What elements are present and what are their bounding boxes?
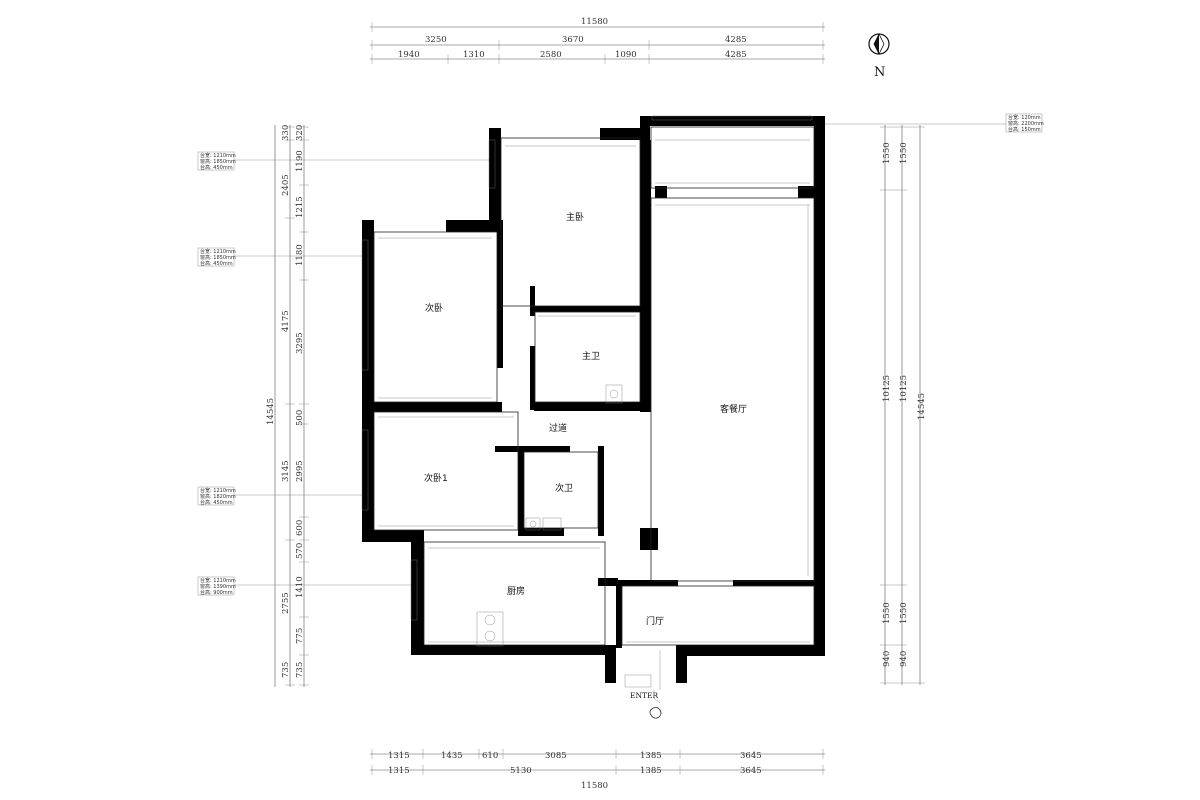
left-inner-0: 320: [295, 125, 305, 141]
bottom-row1-3: 3085: [545, 751, 567, 761]
bottom-row2-3: 3645: [740, 766, 762, 776]
north-arrow-fill-icon: [874, 34, 879, 54]
top-dimensions: 11580 3250 3670 4285 1940 1310 2580 1090…: [370, 17, 825, 64]
bottom-row1-1: 1435: [441, 751, 463, 761]
room-second-bed-1: 次卧1: [424, 472, 448, 484]
left-inner-4: 3295: [295, 332, 305, 354]
compass: N: [868, 33, 890, 80]
left-outer-3: 2755: [281, 592, 291, 614]
window-note-3-line-2: 台高: 900mm: [200, 589, 233, 596]
window-note-1-line-0: 台宽: 1210mm: [200, 248, 236, 255]
window-note-3-line-0: 台宽: 1210mm: [200, 577, 236, 584]
left-outer-top: 330: [281, 125, 291, 141]
room-kitchen: 厨房: [507, 585, 525, 597]
top-row2-2: 2580: [540, 50, 562, 60]
left-dimensions: 14545 330 2405 4175 3145 2755 735 320 11…: [266, 125, 309, 687]
left-inner-8: 570: [295, 543, 305, 559]
left-inner-10: 775: [295, 628, 305, 644]
right-col1-0: 1550: [882, 142, 892, 164]
left-inner-7: 600: [295, 520, 305, 536]
room-labels: 主卧 次卧 主卫 过道 客餐厅 次卧1 次卫 厨房 门厅 ENTER: [424, 211, 747, 719]
window-note-0-line-2: 台高: 450mm: [200, 164, 233, 171]
entry-arrow-icon: [649, 690, 662, 719]
right-col2-2: 1550: [899, 602, 909, 624]
window-note-4-line-2: 台高: 150mm: [1008, 126, 1041, 133]
right-col1-2: 1550: [882, 602, 892, 624]
left-outer-2: 3145: [281, 460, 291, 482]
window-note-2-line-1: 窗高: 1820mm: [200, 493, 236, 500]
top-row2-4: 4285: [725, 50, 747, 60]
room-second-bed: 次卧: [425, 302, 443, 314]
window-note-2-line-2: 台高: 450mm: [200, 499, 233, 506]
window-note-2-line-0: 台宽: 1210mm: [200, 487, 236, 494]
top-row2-0: 1940: [398, 50, 420, 60]
window-note-3-line-1: 窗高: 1390mm: [200, 583, 236, 590]
window-note-4-line-1: 窗高: 2200mm: [1008, 120, 1044, 127]
room-enter: ENTER: [630, 691, 659, 700]
walls: [362, 116, 825, 683]
room-foyer: 门厅: [646, 615, 664, 627]
top-total: 11580: [581, 17, 608, 27]
left-outer-0: 2405: [281, 174, 291, 196]
bottom-row2-1: 5130: [510, 766, 532, 776]
room-living-dining: 客餐厅: [720, 403, 747, 415]
bottom-row2-2: 1385: [640, 766, 662, 776]
window-note-1-line-1: 窗高: 1850mm: [200, 254, 236, 261]
room-second-bath: 次卫: [555, 482, 573, 494]
bottom-row1-5: 3645: [740, 751, 762, 761]
left-bottom: 735: [281, 662, 291, 678]
right-col2-3: 940: [899, 651, 909, 667]
window-note-4-line-0: 台宽: 120mm: [1008, 114, 1041, 121]
window-notes: 台宽: 1210mm 窗高: 1850mm 台高: 450mm 台宽: 1210…: [197, 113, 1044, 596]
left-inner-5: 500: [295, 410, 305, 426]
left-inner-6: 2995: [295, 460, 305, 482]
inner-outlines: [361, 115, 815, 690]
room-master-bed: 主卧: [566, 211, 584, 223]
window-note-1-line-2: 台高: 450mm: [200, 260, 233, 267]
window-note-0-line-1: 窗高: 1850mm: [200, 158, 236, 165]
left-inner-1: 1190: [295, 150, 305, 172]
left-inner-11: 735: [295, 662, 305, 678]
top-row2-1: 1310: [463, 50, 485, 60]
top-row1-0: 3250: [425, 35, 447, 45]
bottom-row1-0: 1315: [388, 751, 410, 761]
top-row1-1: 3670: [562, 35, 584, 45]
compass-label: N: [874, 65, 885, 80]
left-outer-1: 4175: [281, 310, 291, 332]
top-row2-3: 1090: [615, 50, 637, 60]
room-master-bath: 主卫: [582, 350, 600, 362]
left-inner-2: 1215: [295, 196, 305, 218]
bottom-row2-0: 1315: [388, 766, 410, 776]
bottom-dimensions: 1315 1435 610 3085 1385 3645 1315 5130 1…: [370, 749, 825, 791]
right-dimensions: 1550 10125 1550 940 1550 10125 1550 940 …: [880, 125, 927, 685]
right-col1-1: 10125: [882, 375, 892, 402]
window-note-0-line-0: 台宽: 1210mm: [200, 152, 236, 159]
room-corridor: 过道: [549, 422, 567, 434]
bottom-row1-4: 1385: [640, 751, 662, 761]
tiny-dim-labels: [378, 139, 810, 643]
top-row1-2: 4285: [725, 35, 747, 45]
right-col2-0: 1550: [899, 142, 909, 164]
left-total: 14545: [266, 398, 276, 425]
bottom-total: 11580: [581, 781, 608, 791]
right-col2-1: 10125: [899, 375, 909, 402]
left-inner-3: 1180: [295, 244, 305, 266]
left-inner-9: 1410: [295, 576, 305, 598]
right-total: 14545: [917, 393, 927, 420]
bottom-row1-2: 610: [482, 751, 498, 761]
right-col1-3: 940: [882, 651, 892, 667]
